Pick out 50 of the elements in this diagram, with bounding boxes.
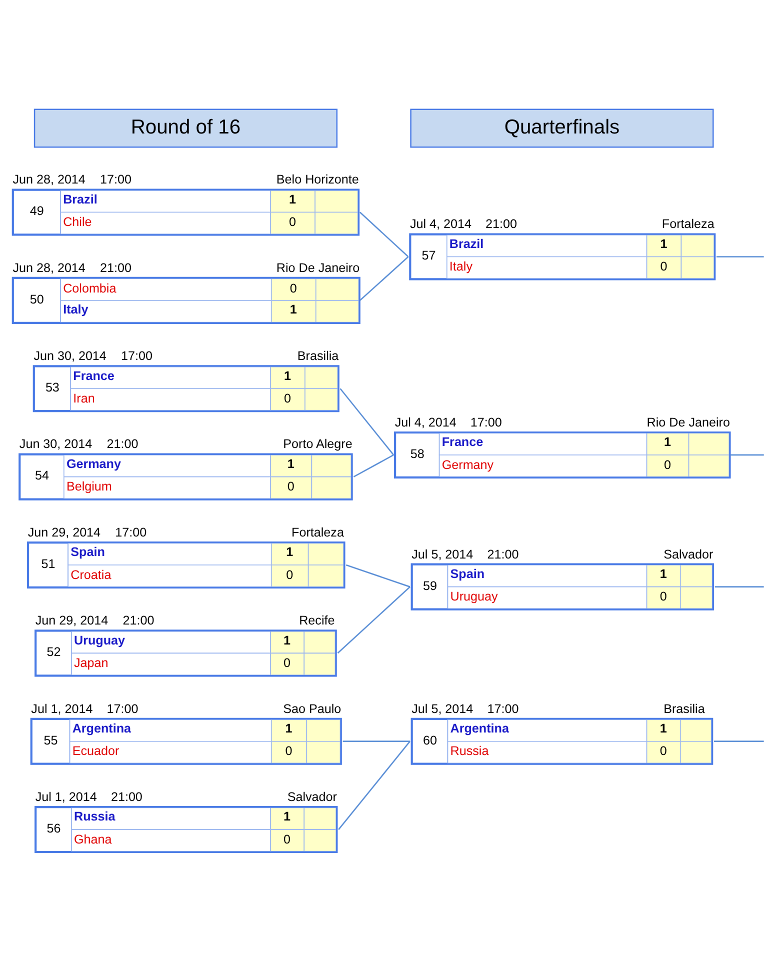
connector [342,740,410,742]
node-label: Brasilia [664,702,705,716]
node-label: Jun 28, 2014 [12,172,86,187]
node-label: 21:00 [486,217,518,232]
node-label: 17:00 [106,702,138,716]
node-label: Sao Paulo [283,702,342,716]
node-label: Belo Horizonte [276,172,359,187]
node-label: 21:00 [110,790,142,804]
node-label: 17:00 [100,172,132,187]
node-label: Brasilia [297,349,339,364]
node-label: Jul 4, 2014 [394,415,456,430]
connector [337,586,410,654]
node-box: Quarterfinals [410,108,714,148]
connector [730,454,764,456]
connector [346,564,410,588]
connector [714,740,764,742]
node-label: 17:00 [470,415,502,430]
connector [360,256,409,301]
node-label: Recife [299,614,335,628]
node-label: Jun 28, 2014 [12,260,86,275]
node-label: Salvador [664,547,714,562]
node-label: Rio De Janeiro [276,260,360,275]
node-label: Rio De Janeiro [646,415,730,430]
connector [340,388,394,456]
connector [360,212,409,258]
node-label: Fortaleza [292,525,344,540]
node-label: Porto Alegre [283,437,352,452]
node-label: Jun 29, 2014 [35,614,108,628]
node-label: 17:00 [487,702,519,716]
node-label: 17:00 [115,525,147,540]
node-label: 21:00 [106,437,138,452]
node-label: 17:00 [121,349,153,364]
node-label: Jul 5, 2014 [412,547,474,562]
node-label: 21:00 [122,614,154,628]
node-label: Salvador [287,790,337,804]
connector [716,256,764,258]
node-box: Round of 16 [34,108,338,148]
connector [353,454,394,478]
node-label: Jul 1, 2014 [35,790,97,804]
node-label: Fortaleza [662,217,714,232]
node-label: Jun 30, 2014 [19,437,92,452]
node-label: Jul 4, 2014 [410,217,472,232]
node-label: Jun 29, 2014 [28,525,101,540]
node-label: 21:00 [100,260,132,275]
node-label: 21:00 [487,547,519,562]
connector [338,740,410,830]
node-label: Jul 1, 2014 [31,702,93,716]
node-label: Jul 5, 2014 [412,702,474,716]
connector [714,586,764,588]
node-label: Jun 30, 2014 [34,349,106,364]
